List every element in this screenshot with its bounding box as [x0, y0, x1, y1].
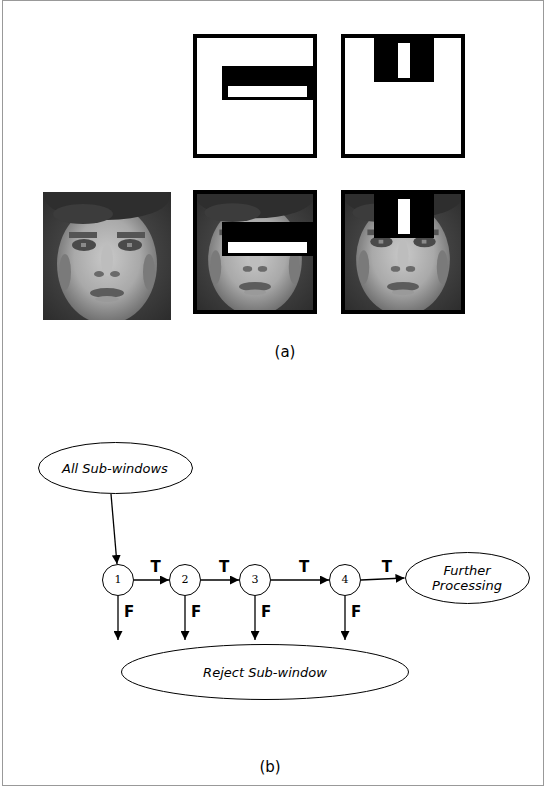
node-label: 4: [342, 574, 349, 586]
arrow-connector: [254, 596, 255, 640]
stage-circle: 4: [329, 564, 361, 596]
edge-label: F: [260, 604, 272, 620]
node-label: All Sub-windows: [62, 461, 168, 476]
arrow-connector: [271, 579, 329, 580]
arrow-connector: [361, 578, 405, 580]
panel-label: (a): [275, 343, 296, 361]
edge-label: F: [190, 604, 202, 620]
node-label: 1: [115, 574, 122, 586]
edge-label: T: [149, 559, 161, 575]
reject-ellipse: Reject Sub-window: [121, 644, 409, 700]
arrow-connector: [184, 596, 185, 640]
edge-label: F: [350, 604, 362, 620]
node-label: 3: [252, 574, 259, 586]
edge-label: F: [123, 604, 135, 620]
edge-label: T: [218, 559, 230, 575]
stage-circle: 3: [239, 564, 271, 596]
arrow-connector: [134, 579, 169, 580]
stage-circle: 1: [102, 564, 134, 596]
arrow-connector: [111, 494, 117, 564]
edge-label: T: [298, 559, 310, 575]
end-ellipse: Further Processing: [405, 552, 530, 604]
edge-label: T: [381, 559, 393, 575]
arrow-connector: [117, 596, 118, 640]
arrow-connector: [201, 579, 239, 580]
stage-circle: 2: [169, 564, 201, 596]
node-label: Reject Sub-window: [203, 665, 327, 680]
node-label: 2: [182, 574, 189, 586]
panel-label: (b): [259, 758, 280, 776]
arrow-connector: [344, 596, 345, 640]
node-label: Further Processing: [425, 563, 509, 593]
start-ellipse: All Sub-windows: [38, 442, 193, 494]
